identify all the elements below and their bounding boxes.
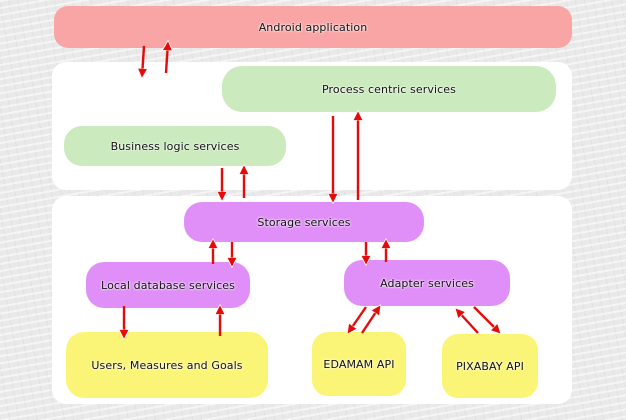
storage-services-node: Storage services bbox=[184, 202, 424, 242]
storage-services-label: Storage services bbox=[257, 215, 351, 229]
local-database-services-node: Local database services bbox=[86, 262, 250, 308]
adapter-services-label: Adapter services bbox=[380, 276, 474, 290]
arrow-adapter-to-pixabay bbox=[473, 306, 500, 333]
business-logic-services-node: Business logic services bbox=[64, 126, 286, 166]
adapter-services-node: Adapter services bbox=[344, 260, 510, 306]
process-centric-services-node: Process centric services bbox=[222, 66, 556, 112]
local-database-services-label: Local database services bbox=[101, 278, 235, 292]
users-measures-goals-label: Users, Measures and Goals bbox=[91, 358, 243, 372]
pixabay-api-label: PIXABAY API bbox=[456, 359, 524, 373]
android-application-label: Android application bbox=[258, 20, 368, 34]
arrow-edamam-to-adapter bbox=[361, 306, 380, 334]
edamam-api-node: EDAMAM API bbox=[312, 332, 406, 396]
android-application-node: Android application bbox=[54, 6, 572, 48]
arrow-android-to-process-up bbox=[166, 42, 168, 74]
edamam-api-label: EDAMAM API bbox=[323, 357, 395, 371]
arrow-android-to-process-down bbox=[142, 45, 144, 77]
arrow-pixabay-to-adapter bbox=[456, 309, 479, 334]
arrow-adapter-to-edamam bbox=[348, 306, 367, 333]
process-centric-services-label: Process centric services bbox=[322, 82, 456, 96]
business-logic-services-label: Business logic services bbox=[110, 139, 240, 153]
pixabay-api-node: PIXABAY API bbox=[442, 334, 538, 398]
users-measures-goals-node: Users, Measures and Goals bbox=[66, 332, 268, 398]
